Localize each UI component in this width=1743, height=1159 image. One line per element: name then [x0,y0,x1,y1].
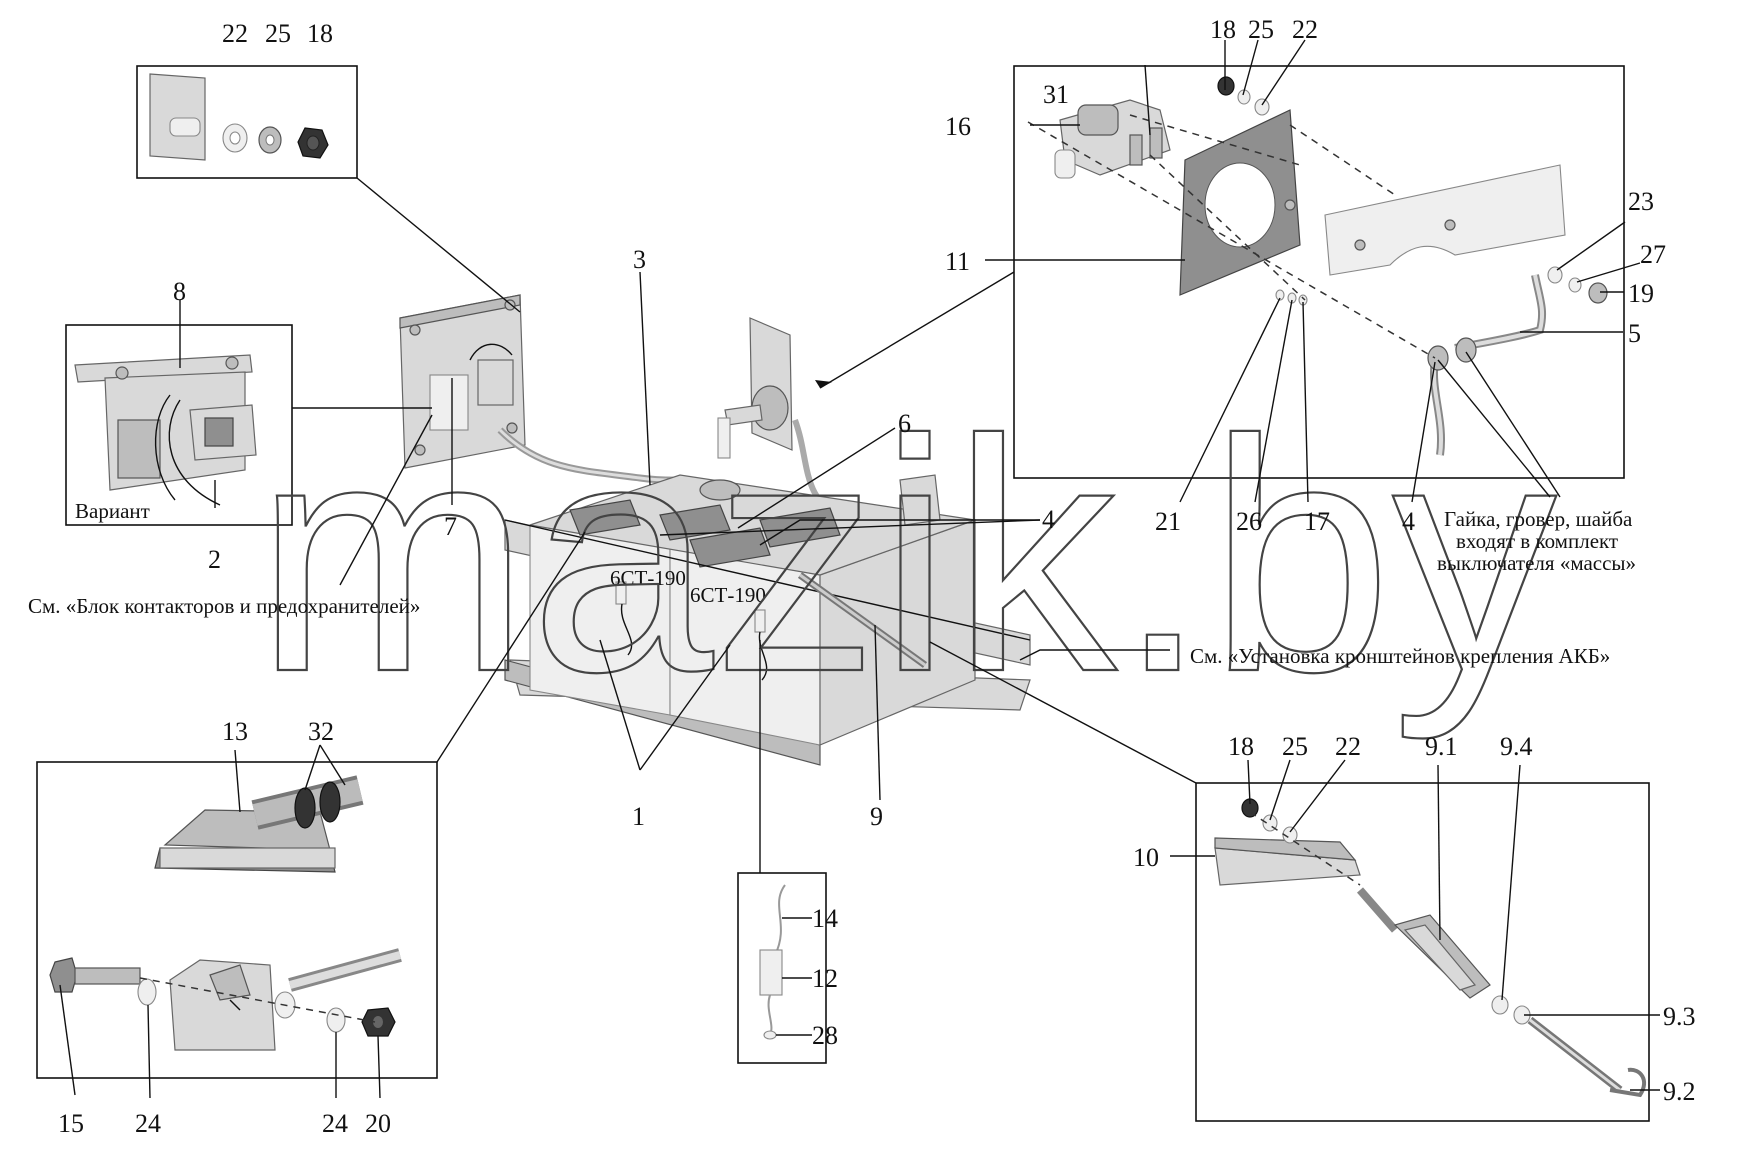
terminal-clamp-detail [49,775,402,1051]
detail-box-variant [65,324,293,526]
label-31: 31 [1043,80,1069,109]
detail-box-wiring-tag [737,872,827,1064]
battery-assembly: 6СТ-190 6СТ-190 [504,474,1031,766]
note-contactor-block: См. «Блок контакторов и предохранителей» [28,594,420,618]
label-28: 28 [812,1021,838,1050]
label-4-center: 4 [1042,505,1055,534]
label-3: 3 [633,245,646,274]
label-12: 12 [812,964,838,993]
note-bracket-install: См. «Установка кронштейнов крепления АКБ… [1190,644,1610,668]
mass-switch-exploded [1027,76,1608,456]
label-14: 14 [812,904,838,933]
wiring-tag-detail [759,884,786,1040]
label-25-bottom-right: 25 [1282,732,1308,761]
label-9-3: 9.3 [1663,1002,1696,1031]
label-7: 7 [444,512,457,541]
battery-mark-right: 6СТ-190 [610,566,686,590]
label-8: 8 [173,277,186,306]
stud-washer-nut-detail [149,73,329,161]
label-10: 10 [1133,843,1159,872]
tie-rod-detail [1214,798,1647,1098]
callout-labels: 22 25 18 8 2 7 3 6 4 1 9 31 16 11 18 25 … [58,15,1696,1138]
label-13: 13 [222,717,248,746]
label-18-bottom-right: 18 [1228,732,1254,761]
label-18-top-left: 18 [307,19,333,48]
label-22-top-left: 22 [222,19,248,48]
contactor-block-plate [399,294,526,469]
detail-box-top-left [136,65,358,179]
watermark: mazik.by [255,371,1557,742]
label-1: 1 [632,802,645,831]
label-4-right: 4 [1402,507,1415,536]
label-11: 11 [945,247,970,276]
label-18-top-right: 18 [1210,15,1236,44]
label-24-left: 24 [135,1109,161,1138]
label-24-right: 24 [322,1109,348,1138]
note-kit-line-1: Гайка, гровер, шайба [1444,507,1633,531]
label-16: 16 [945,112,971,141]
detail-box-bottom-left [36,761,438,1079]
label-32: 32 [308,717,334,746]
label-9-2: 9.2 [1663,1077,1696,1106]
detail-box-tie-rod [1195,782,1650,1122]
label-26: 26 [1236,507,1262,536]
label-22-top-right: 22 [1292,15,1318,44]
label-21: 21 [1155,507,1181,536]
label-6: 6 [898,409,911,438]
label-9-4: 9.4 [1500,732,1533,761]
label-22-bottom-right: 22 [1335,732,1361,761]
label-17: 17 [1304,507,1330,536]
label-20: 20 [365,1109,391,1138]
label-23: 23 [1628,187,1654,216]
label-15: 15 [58,1109,84,1138]
battery-mark-left: 6СТ-190 [690,583,766,607]
label-27: 27 [1640,240,1666,269]
label-25-top-right: 25 [1248,15,1274,44]
label-25-top-left: 25 [265,19,291,48]
notes: Вариант См. «Блок контакторов и предохра… [28,499,1636,668]
note-kit-line-3: выключателя «массы» [1437,551,1636,575]
contactor-variant-detail [74,354,257,506]
leader-lines [59,39,1660,1099]
note-variant: Вариант [75,499,150,523]
label-9: 9 [870,802,883,831]
label-5: 5 [1628,319,1641,348]
label-9-1: 9.1 [1425,732,1458,761]
label-2: 2 [208,545,221,574]
label-19: 19 [1628,279,1654,308]
note-kit-line-2: входят в комплект [1456,529,1618,553]
